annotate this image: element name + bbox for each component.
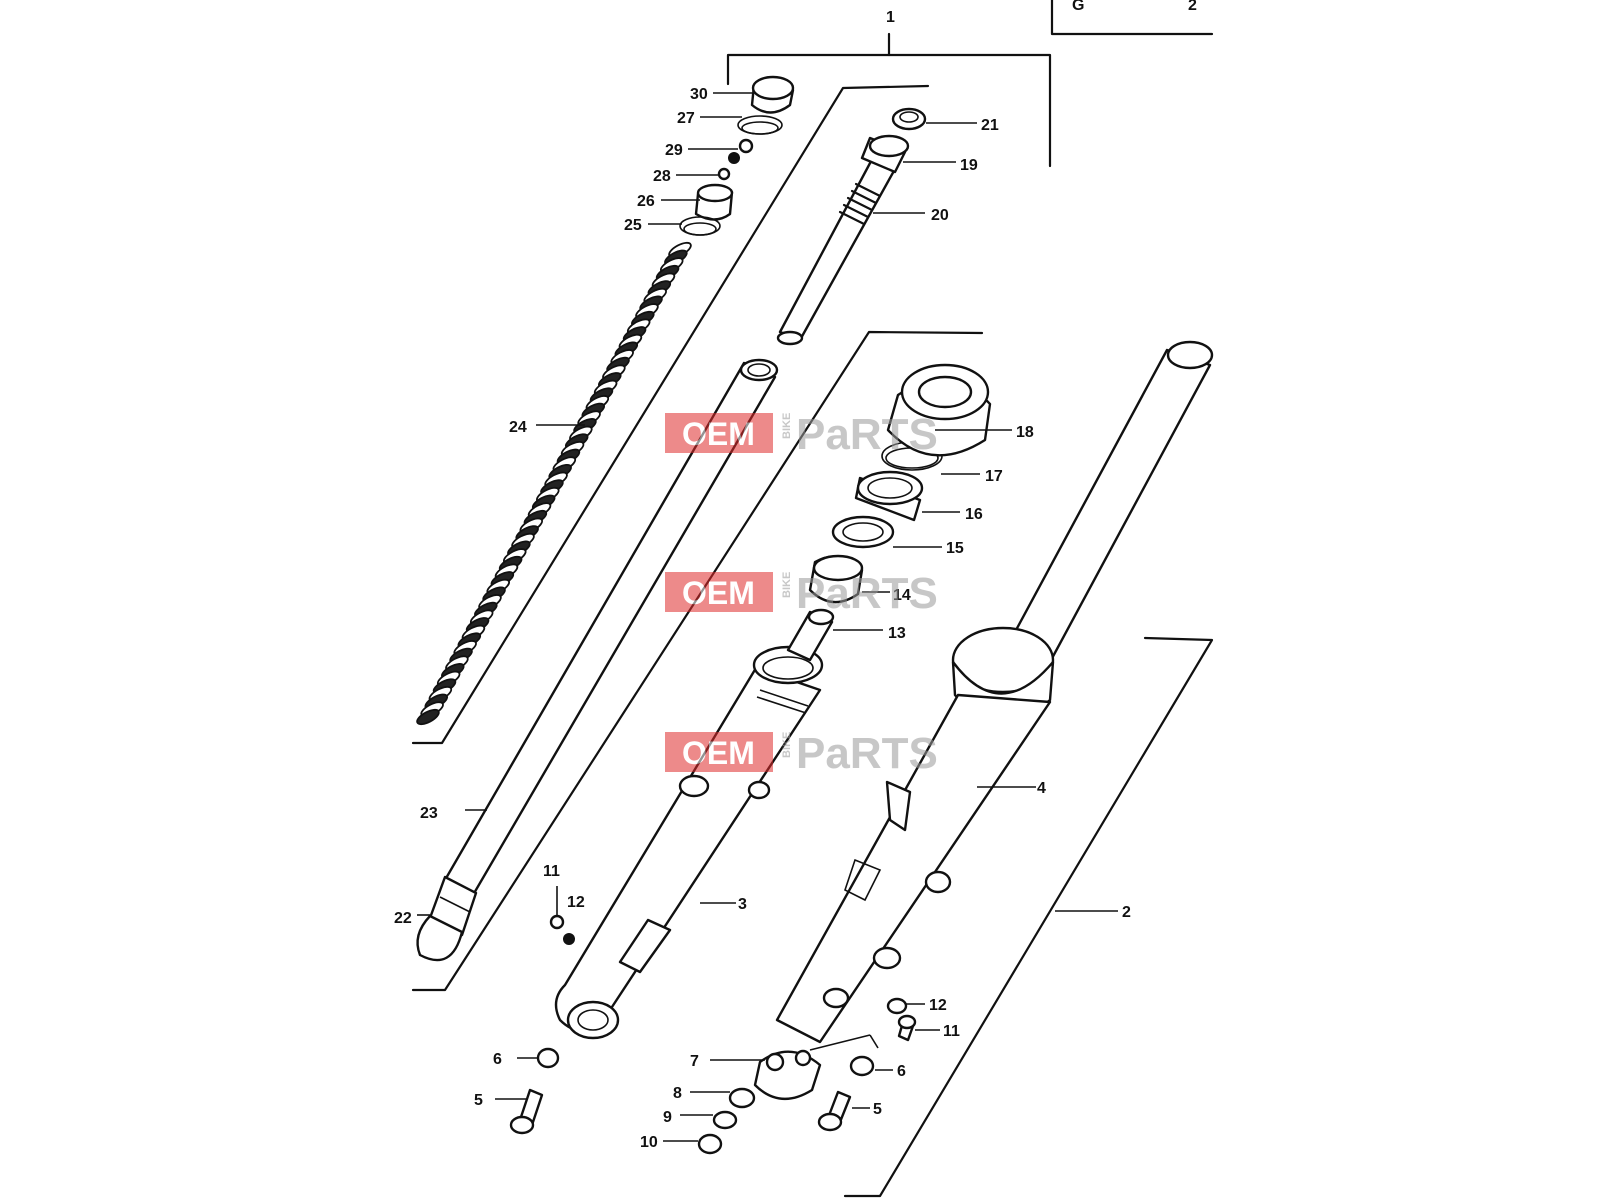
callout-label: 12 bbox=[567, 894, 585, 911]
watermark-bike: BIKE bbox=[781, 572, 793, 598]
fasteners bbox=[509, 914, 917, 1155]
callout-label: 10 bbox=[640, 1134, 658, 1151]
callout-label: 29 bbox=[665, 142, 683, 159]
callout-label: 21 bbox=[981, 117, 999, 134]
callout-label: 4 bbox=[1037, 780, 1046, 797]
callout-label: 27 bbox=[677, 110, 695, 127]
callout-label: 25 bbox=[624, 217, 642, 234]
callout-label: 1 bbox=[886, 9, 895, 26]
callout-label: 23 bbox=[420, 805, 438, 822]
callout-label: 12 bbox=[929, 997, 947, 1014]
callout-label: 17 bbox=[985, 468, 1003, 485]
watermark-badge bbox=[665, 572, 773, 612]
callout-label: 9 bbox=[663, 1109, 672, 1126]
watermark-oem: OEM bbox=[682, 416, 755, 452]
leader-lines bbox=[417, 92, 1118, 1142]
callout-label: 14 bbox=[893, 587, 911, 604]
callout-label: 28 bbox=[653, 168, 671, 185]
callout-label: 18 bbox=[1016, 424, 1034, 441]
callout-label: 19 bbox=[960, 157, 978, 174]
spring-coil bbox=[416, 708, 440, 726]
callout-label: 5 bbox=[474, 1092, 483, 1109]
section-letter: G bbox=[1072, 0, 1084, 14]
seal-stack bbox=[786, 363, 992, 662]
watermark-bike: BIKE bbox=[781, 732, 793, 758]
callout-label: 15 bbox=[946, 540, 964, 557]
callout-labels: 1302729282625242119201817161514134232211… bbox=[394, 9, 1131, 1151]
callout-label: 7 bbox=[690, 1053, 699, 1070]
fork-assembly-right bbox=[753, 340, 1214, 1101]
callout-label: 11 bbox=[543, 863, 560, 880]
callout-label: 6 bbox=[897, 1063, 906, 1080]
watermark-parts: PaRTS bbox=[796, 410, 938, 459]
section-box: G 2 bbox=[1050, 0, 1214, 36]
watermark-parts: PaRTS bbox=[796, 729, 938, 778]
outer-tube-left bbox=[554, 645, 824, 1040]
callout-label: 6 bbox=[493, 1051, 502, 1068]
damper-rod bbox=[776, 107, 927, 346]
callout-label: 24 bbox=[509, 419, 527, 436]
watermark-oem: OEM bbox=[682, 575, 755, 611]
section-digit: 2 bbox=[1188, 0, 1197, 14]
callout-label: 16 bbox=[965, 506, 983, 523]
watermark-parts: PaRTS bbox=[796, 569, 938, 618]
callout-label: 30 bbox=[690, 86, 708, 103]
bracket-lines bbox=[411, 32, 1214, 1198]
callout-label: 8 bbox=[673, 1085, 682, 1102]
inner-tube-left bbox=[416, 358, 779, 962]
callout-label: 22 bbox=[394, 910, 412, 927]
callout-label: 13 bbox=[888, 625, 906, 642]
callout-label: 20 bbox=[931, 207, 949, 224]
callout-label: 2 bbox=[1122, 904, 1131, 921]
watermark-oem: OEM bbox=[682, 735, 755, 771]
watermark-badge bbox=[665, 413, 773, 453]
watermark-badge bbox=[665, 732, 773, 772]
fork-spring bbox=[416, 241, 692, 726]
watermark-bike: BIKE bbox=[781, 413, 793, 439]
callout-label: 3 bbox=[738, 896, 747, 913]
callout-label: 11 bbox=[943, 1023, 960, 1040]
fork-cap-parts bbox=[679, 75, 795, 236]
callout-label: 5 bbox=[873, 1101, 882, 1118]
callout-label: 26 bbox=[637, 193, 655, 210]
